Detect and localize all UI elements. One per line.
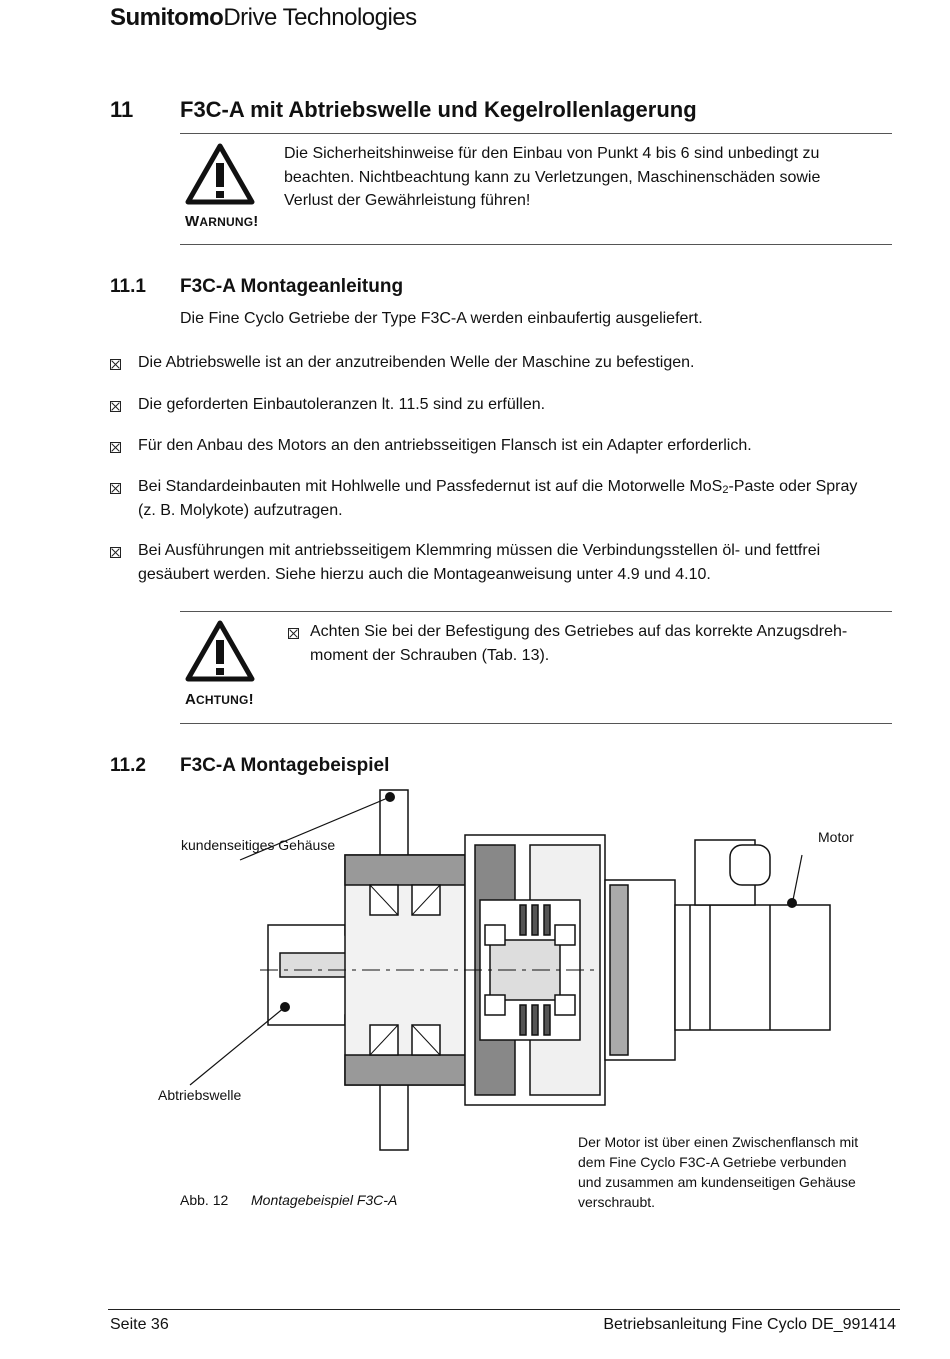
label-motor: Motor bbox=[818, 829, 854, 845]
caution-label: ACHTUNG! bbox=[185, 691, 254, 708]
list-item: Die geforderten Einbautoleranzen lt. 11.… bbox=[138, 396, 546, 413]
warning-text: Die Sicherheitshinweise für den Einbau v… bbox=[284, 142, 884, 213]
list-item: Die Abtriebswelle ist an der anzutreiben… bbox=[138, 354, 695, 371]
warning-line: Die Sicherheitshinweise für den Einbau v… bbox=[284, 145, 820, 162]
gearbox-drawing bbox=[189, 789, 831, 1151]
company-logo: SumitomoDrive Technologies bbox=[110, 4, 417, 32]
section-title: F3C-A mit Abtriebswelle und Kegelrollenl… bbox=[180, 97, 697, 122]
subsection-number: 11.1 bbox=[110, 276, 146, 297]
caption-number: Abb. 12 bbox=[180, 1192, 229, 1208]
list-item: Für den Anbau des Motors an den antriebs… bbox=[138, 437, 752, 454]
checkbox-icon bbox=[110, 481, 121, 499]
footer-doc-title: Betriebsanleitung Fine Cyclo DE_991414 bbox=[603, 1316, 896, 1333]
caution-rule-bottom bbox=[180, 723, 892, 724]
section-number: 11 bbox=[110, 97, 134, 122]
label-shaft: Abtriebswelle bbox=[158, 1087, 242, 1103]
caution-text: Achten Sie bei der Befestigung des Getri… bbox=[310, 623, 848, 664]
warning-icon bbox=[185, 143, 255, 205]
checkbox-icon bbox=[110, 440, 121, 458]
intro-text: Die Fine Cyclo Getriebe der Type F3C-A w… bbox=[180, 310, 703, 327]
footer-page: Seite 36 bbox=[110, 1316, 169, 1333]
section-rule bbox=[180, 133, 892, 134]
checkbox-icon bbox=[110, 357, 121, 375]
checkbox-icon bbox=[288, 626, 299, 644]
subsection-title: F3C-A Montageanleitung bbox=[180, 276, 404, 297]
warning-rule bbox=[180, 244, 892, 245]
caution-rule-top bbox=[180, 611, 892, 612]
subsection-title: F3C-A Montagebeispiel bbox=[180, 755, 390, 776]
checkbox-icon bbox=[110, 545, 121, 563]
figure-note: Der Motor ist über einen Zwischenflansch… bbox=[578, 1134, 859, 1210]
label-housing: kundenseitiges Gehäuse bbox=[181, 837, 336, 853]
caption-text: Montagebeispiel F3C-A bbox=[251, 1192, 398, 1208]
subsection-number: 11.2 bbox=[110, 755, 146, 776]
caution-icon bbox=[185, 620, 255, 682]
logo-bold-text: Sumitomo bbox=[110, 4, 224, 31]
checkbox-icon bbox=[110, 399, 121, 417]
warning-label: WARNUNG! bbox=[185, 213, 259, 230]
list-item: Bei Standardeinbauten mit Hohlwelle und … bbox=[138, 478, 858, 519]
warning-line: Verlust der Gewährleistung führen! bbox=[284, 192, 531, 209]
logo-regular-text: Drive Technologies bbox=[223, 4, 417, 31]
footer-rule bbox=[108, 1309, 900, 1310]
warning-line: beachten. Nichtbeachtung kann zu Verletz… bbox=[284, 168, 821, 186]
list-item: Bei Ausführungen mit antriebsseitigem Kl… bbox=[138, 542, 821, 583]
